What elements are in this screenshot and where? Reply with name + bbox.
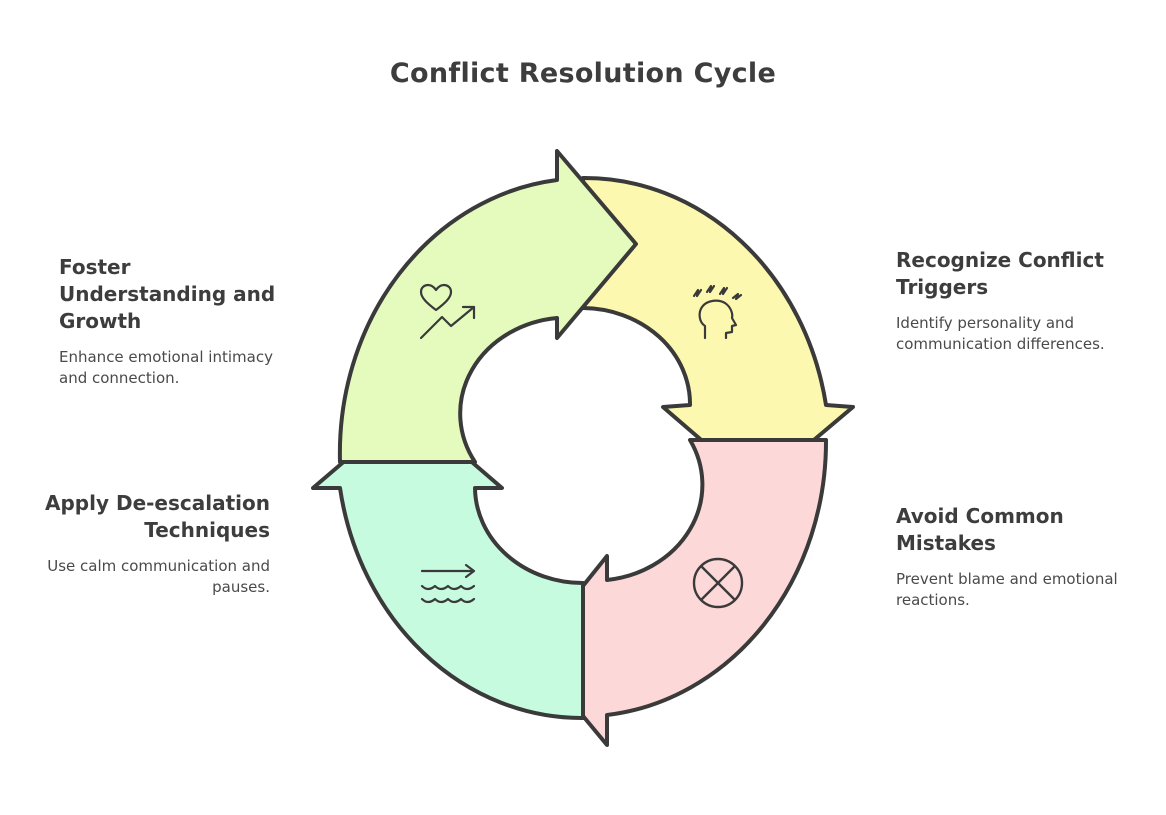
step-apply: Apply De-escalation Techniques Use calm … — [40, 490, 270, 597]
step-avoid-heading: Avoid Common Mistakes — [896, 504, 1064, 555]
step-apply-description: Use calm communication and pauses. — [47, 557, 270, 596]
segment-avoid — [528, 438, 829, 747]
head-stress-icon — [692, 284, 743, 340]
segment-recognize — [581, 175, 855, 490]
segment-apply — [311, 405, 585, 721]
step-avoid-description: Prevent blame and emotional reactions. — [896, 570, 1118, 609]
cross-circle-icon — [692, 557, 744, 609]
segment-foster — [337, 149, 638, 464]
step-recognize: Recognize Conflict Triggers Identify per… — [896, 247, 1121, 354]
step-apply-heading: Apply De-escalation Techniques — [45, 491, 270, 542]
step-recognize-description: Identify personality and communication d… — [896, 314, 1105, 353]
step-foster: Foster Understanding and Growth Enhance … — [59, 254, 279, 388]
step-foster-description: Enhance emotional intimacy and connectio… — [59, 348, 273, 387]
calm-waves-icon — [420, 563, 476, 604]
step-recognize-heading: Recognize Conflict Triggers — [896, 248, 1104, 299]
step-avoid: Avoid Common Mistakes Prevent blame and … — [896, 503, 1121, 610]
diagram-title: Conflict Resolution Cycle — [389, 58, 777, 89]
step-foster-heading: Foster Understanding and Growth — [59, 255, 276, 333]
heart-growth-icon — [419, 283, 476, 340]
